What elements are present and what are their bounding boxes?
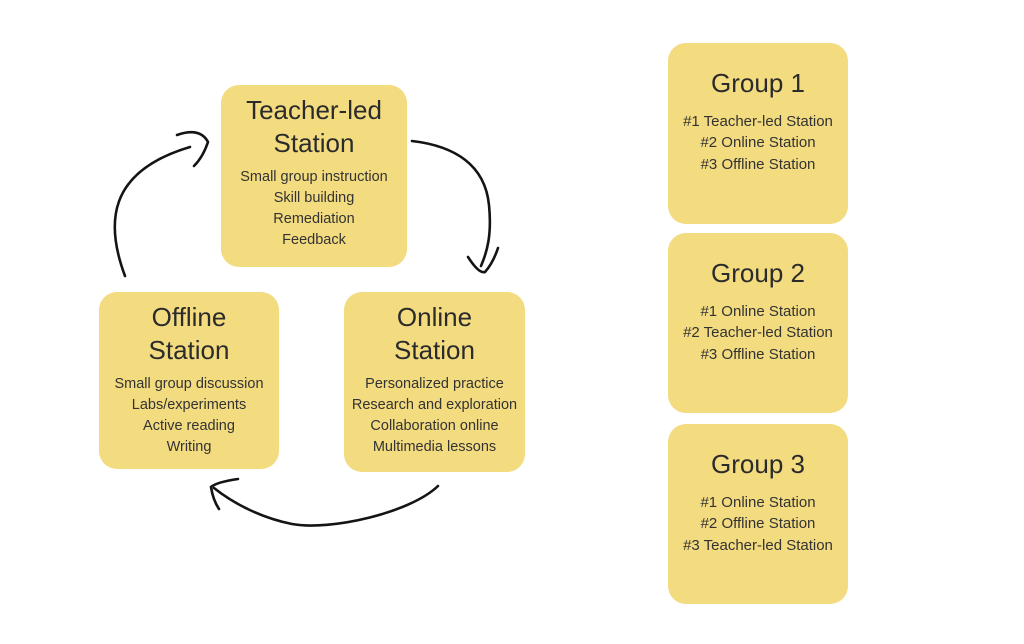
group-card-2: Group 2 #1 Online Station #2 Teacher-led… bbox=[668, 233, 848, 413]
station-item: Skill building bbox=[273, 190, 355, 207]
station-item: Research and exploration bbox=[351, 397, 518, 414]
group-rotation-item: #3 Offline Station bbox=[700, 345, 816, 363]
station-item: Personalized practice bbox=[365, 376, 504, 393]
station-title: Online Station bbox=[344, 301, 525, 367]
group-rotation-item: #1 Online Station bbox=[700, 303, 816, 321]
group-card-1: Group 1 #1 Teacher-led Station #2 Online… bbox=[668, 43, 848, 224]
group-rotation-item: #3 Offline Station bbox=[700, 155, 816, 173]
station-title-line: Station bbox=[148, 335, 230, 366]
station-item: Multimedia lessons bbox=[372, 439, 497, 456]
station-item: Remediation bbox=[273, 211, 355, 228]
station-title: Teacher-led Station bbox=[221, 94, 407, 160]
group-rotation-item: #2 Teacher-led Station bbox=[683, 324, 833, 342]
station-item: Small group discussion bbox=[114, 376, 264, 393]
station-item: Active reading bbox=[143, 418, 235, 435]
station-item: Labs/experiments bbox=[131, 397, 247, 414]
group-rotation-item: #1 Teacher-led Station bbox=[683, 113, 833, 131]
arrow-offline-to-teacher-led-icon bbox=[113, 130, 210, 278]
group-card-3: Group 3 #1 Online Station #2 Offline Sta… bbox=[668, 424, 848, 604]
group-rotation-item: #1 Online Station bbox=[700, 494, 816, 512]
station-item: Feedback bbox=[282, 232, 346, 249]
station-title-line: Teacher-led bbox=[246, 95, 382, 125]
station-title-line: Station bbox=[273, 128, 355, 159]
station-card-online: Online Station Personalized practice Res… bbox=[344, 292, 525, 472]
station-title-line: Station bbox=[394, 335, 475, 366]
station-title-line: Offline bbox=[151, 302, 227, 332]
station-item: Collaboration online bbox=[370, 418, 499, 435]
station-title: Offline Station bbox=[99, 301, 279, 367]
station-item: Small group instruction bbox=[240, 169, 388, 186]
group-rotation-list: #1 Online Station #2 Teacher-led Station… bbox=[668, 301, 848, 365]
station-card-teacher-led: Teacher-led Station Small group instruct… bbox=[221, 85, 407, 267]
station-item-list: Small group discussion Labs/experiments … bbox=[99, 374, 279, 458]
group-title: Group 3 bbox=[711, 449, 805, 479]
group-rotation-list: #1 Teacher-led Station #2 Online Station… bbox=[668, 111, 848, 175]
group-rotation-item: #3 Teacher-led Station bbox=[683, 536, 833, 554]
station-item: Writing bbox=[166, 439, 212, 456]
group-rotation-item: #2 Online Station bbox=[700, 134, 816, 152]
arrow-teacher-led-to-online-icon bbox=[410, 139, 500, 274]
station-title-line: Online bbox=[396, 302, 473, 332]
arrow-online-to-offline-icon bbox=[209, 477, 440, 527]
station-item-list: Small group instruction Skill building R… bbox=[221, 167, 407, 251]
group-rotation-list: #1 Online Station #2 Offline Station #3 … bbox=[668, 492, 848, 556]
group-rotation-item: #2 Offline Station bbox=[700, 515, 816, 533]
station-card-offline: Offline Station Small group discussion L… bbox=[99, 292, 279, 469]
station-item-list: Personalized practice Research and explo… bbox=[344, 374, 525, 458]
group-title: Group 2 bbox=[711, 258, 805, 288]
group-title: Group 1 bbox=[711, 68, 805, 98]
